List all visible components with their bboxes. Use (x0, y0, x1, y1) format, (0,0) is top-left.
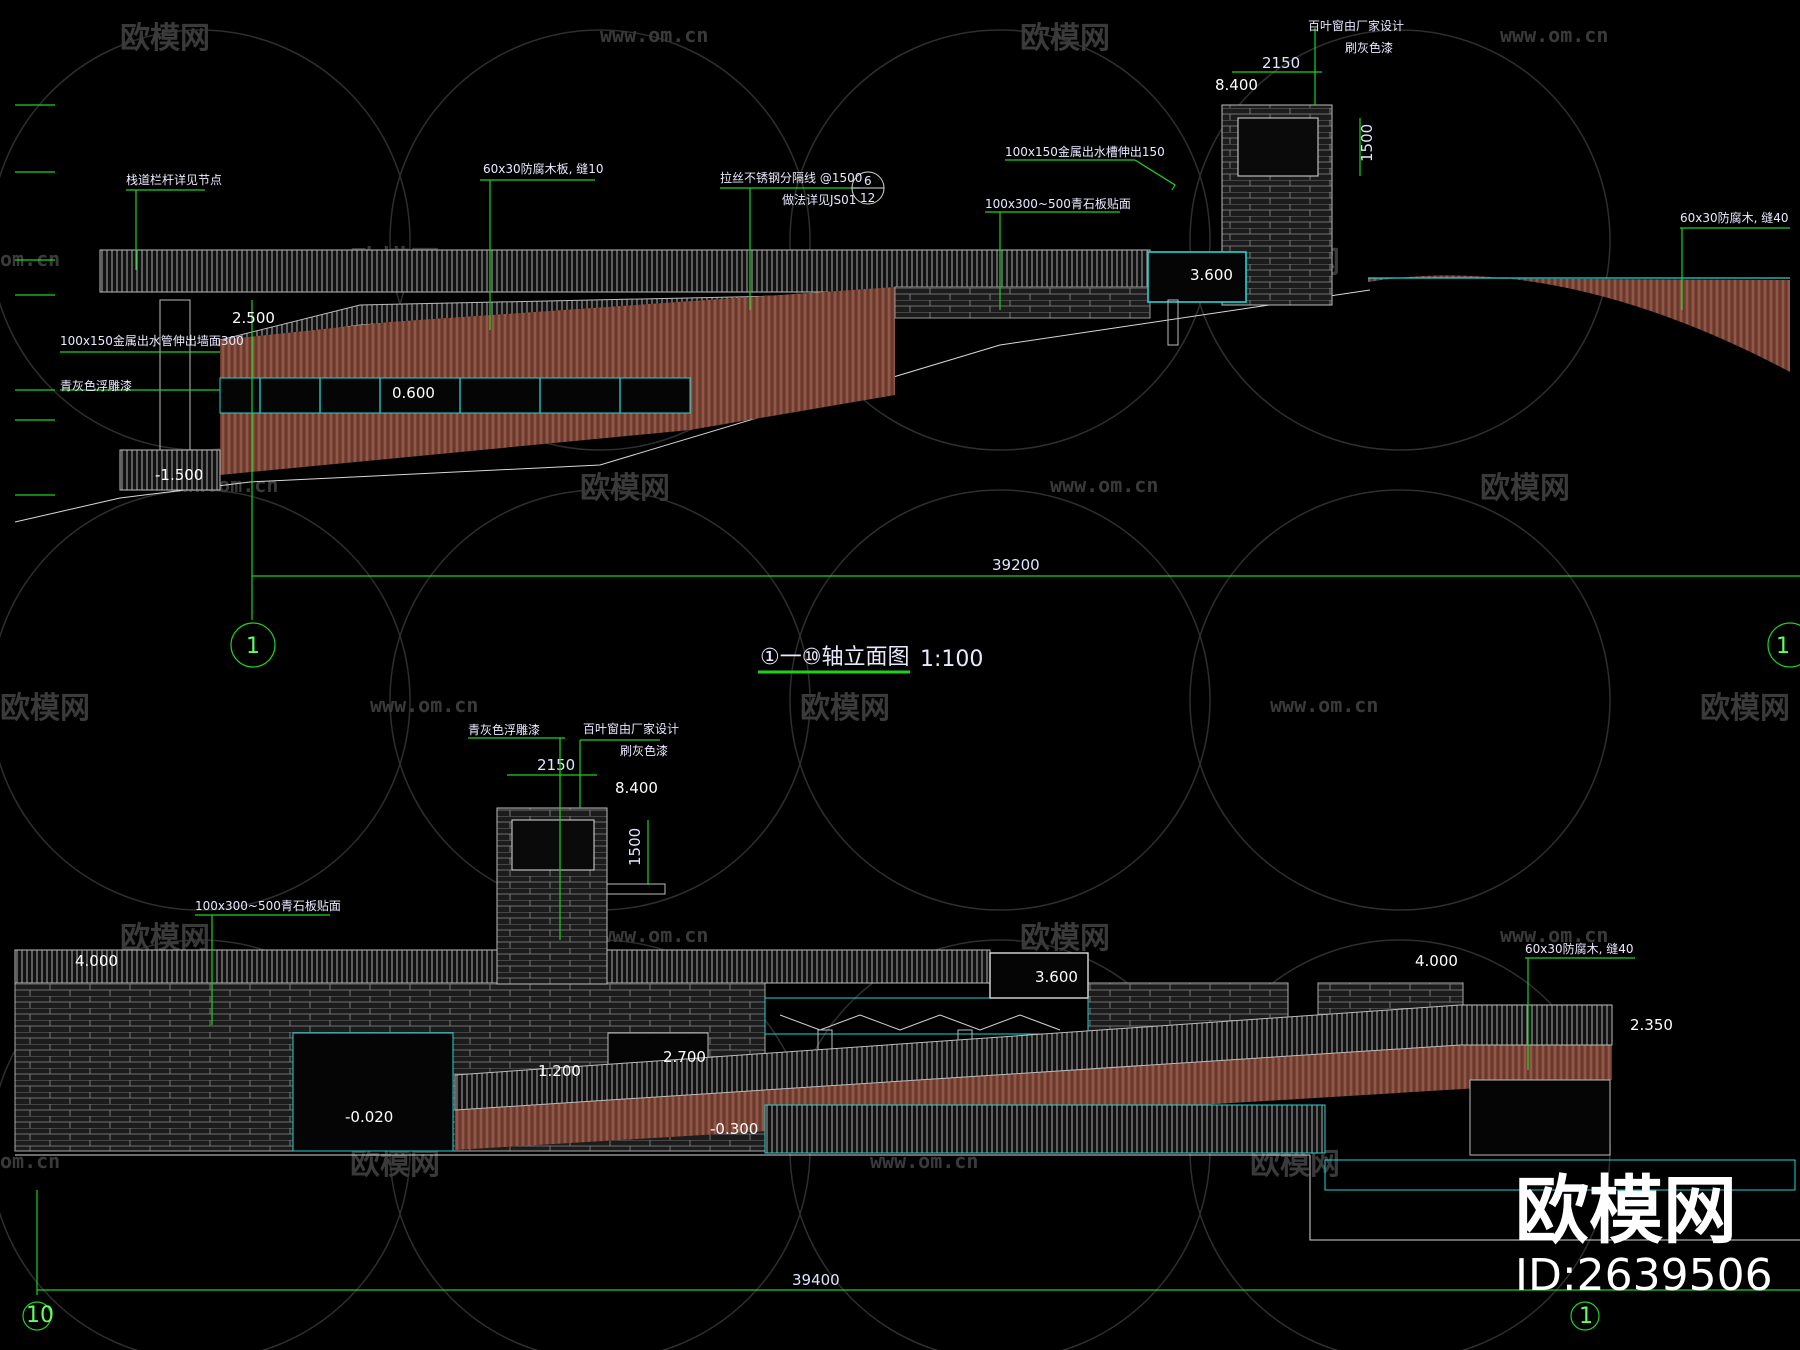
stone-wall (894, 286, 1151, 319)
note-paint: 青灰色浮雕漆 (468, 722, 540, 737)
overall-dim: 39400 (792, 1271, 840, 1289)
top-elevation: 39200 1 1 ①一⑩轴立面图 1:100 2150 1500 8.400 … (14, 18, 1800, 674)
watermark-url: www.om.cn (1270, 693, 1378, 717)
note-stone: 100x300~500青石板贴面 (195, 899, 341, 913)
note-louver: 百叶窗由厂家设计 (1308, 18, 1404, 33)
axis-label-right: 1 (1579, 1304, 1593, 1329)
left-level-ticks (15, 104, 55, 496)
watermark-brand: 欧模网 (580, 471, 670, 506)
tower-height-dim: 1500 (1358, 124, 1376, 162)
tower-gutter (606, 883, 666, 895)
watermark-brand: 欧模网 (1020, 921, 1110, 956)
tower-height-dim: 1500 (626, 828, 644, 866)
watermark-url: www.om.cn (600, 23, 708, 47)
stamp-brand: 欧模网 (1515, 1168, 1737, 1254)
level-1-200: 1.200 (538, 1062, 581, 1080)
leader-lines (195, 737, 1635, 1070)
note-gutter: 100x150金属出水槽伸出150 (1005, 144, 1165, 159)
bridge-box (1147, 251, 1247, 303)
drawing-scale: 1:100 (920, 647, 983, 672)
axis-label-left: 10 (26, 1303, 54, 1328)
note-wood: 60x30防腐木, 缝40 (1525, 941, 1634, 956)
lower-railing (764, 1104, 1326, 1154)
axis-bubble-right (1570, 1301, 1600, 1331)
note-wood-60x30: 60x30防腐木板, 缝10 (483, 161, 604, 176)
axis-label-left: 1 (246, 634, 260, 659)
ground-line (14, 289, 1371, 523)
note-paint: 青灰色浮雕漆 (60, 378, 132, 393)
stair-block (119, 449, 221, 491)
bridge-post (1167, 299, 1179, 346)
detail-sheet: 12 (860, 191, 875, 205)
watermark-url: www.om.cn (1500, 23, 1608, 47)
glass-mullions (259, 378, 621, 413)
detail-number: 6 (864, 174, 872, 188)
level-3-600: 3.600 (1190, 266, 1233, 284)
watermark-brand: 欧模网 (120, 21, 210, 56)
level-2-700: 2.700 (663, 1048, 706, 1066)
tower-louver (511, 819, 595, 871)
note-louver-color: 刷灰色漆 (1345, 41, 1393, 55)
bridge-truss (764, 997, 1089, 1035)
note-gutter-left: 100x150金属出水管伸出墙面300 (60, 333, 244, 348)
note-wood-right: 60x30防腐木, 缝40 (1680, 210, 1789, 225)
axis-bubble-left (22, 1301, 52, 1331)
watermark-brand: 欧模网 (1480, 471, 1570, 506)
level-4-000-right: 4.000 (1415, 952, 1458, 970)
level-4-000-left: 4.000 (75, 952, 118, 970)
glass-band (219, 377, 691, 414)
drawing-title: ①一⑩轴立面图 (760, 645, 909, 670)
note-stone: 100x300~500青石板贴面 (985, 197, 1131, 211)
level-0-600: 0.600 (392, 384, 435, 402)
watermark-url: www.om.cn (600, 923, 708, 947)
bridge-box (989, 952, 1089, 999)
watermark-brand: 欧模网 (0, 691, 90, 726)
level-8-400: 8.400 (615, 779, 658, 797)
tower-width-dim: 2150 (1262, 54, 1300, 72)
tower-width-dim: 2150 (537, 756, 575, 774)
level-minus-0-300: -0.300 (710, 1120, 758, 1138)
note-louver-color: 刷灰色漆 (620, 744, 668, 758)
ramp-railing (454, 1004, 1613, 1111)
axis-label-right: 1 (1776, 634, 1790, 659)
watermark-brand: 欧模网 (800, 691, 890, 726)
note-railing: 栈道栏杆详见节点 (126, 172, 222, 187)
glass-box (1469, 1079, 1611, 1156)
level-minus-0-020: -0.020 (345, 1108, 393, 1126)
watermark-brand: 欧模网 (1700, 691, 1790, 726)
watermark-url-short: om.cn (0, 247, 60, 271)
level-3-600: 3.600 (1035, 968, 1078, 986)
watermark-url: www.om.cn (1500, 923, 1608, 947)
axis-bubble-right (1767, 622, 1800, 668)
tower-louver (1237, 117, 1319, 177)
level-2-500: 2.500 (232, 309, 275, 327)
overall-dim: 39200 (992, 556, 1040, 574)
level-8-400: 8.400 (1215, 76, 1258, 94)
stamp-id: ID:2639506 (1515, 1250, 1773, 1301)
note-louver: 百叶窗由厂家设计 (583, 721, 679, 736)
watermark-url: www.om.cn (1050, 473, 1158, 497)
axis-bubble-left (230, 622, 276, 668)
boardwalk-railing (99, 249, 1151, 293)
watermark-brand: 欧模网 (1020, 21, 1110, 56)
note-steel-detail: 做法详见JS01 (782, 192, 856, 207)
entrance-recess (292, 1032, 454, 1152)
ramp-wood (455, 1045, 1612, 1150)
note-steel-line: 拉丝不锈钢分隔线 @1500 (720, 170, 862, 185)
arched-deck (1368, 275, 1790, 372)
pool-edge (1324, 1159, 1796, 1191)
leader-lines (60, 28, 1790, 391)
watermark-url: www.om.cn (370, 693, 478, 717)
bottom-elevation: 39400 10 1 2150 1500 8.400 4.000 3.600 4… (14, 721, 1800, 1331)
watermark-brand: 欧模网 (350, 1147, 440, 1182)
watermark-url-short: om.cn (0, 1149, 60, 1173)
level-minus-1-500: -1.500 (155, 466, 203, 484)
level-2-350: 2.350 (1630, 1016, 1673, 1034)
